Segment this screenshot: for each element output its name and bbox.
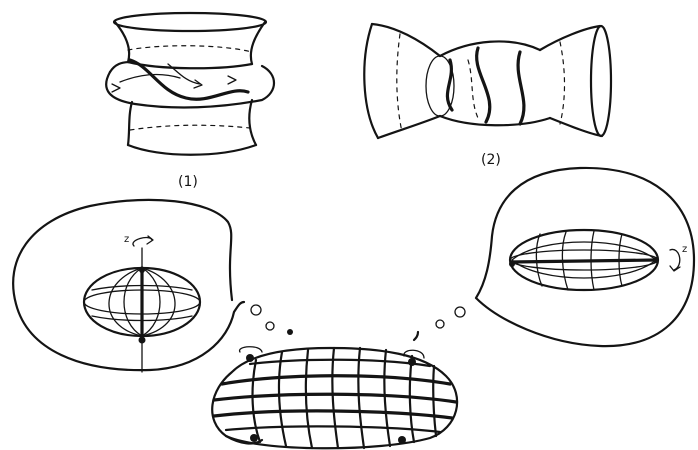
twist-curve-right [518,52,524,124]
surface-loop-top-left [240,347,262,352]
right-rotation-label: z [682,244,687,255]
left-meridian-2 [142,268,160,336]
surface-parallel-4 [226,426,440,432]
surface-node-top-left [246,354,254,362]
band-left-arrowhead [112,84,120,92]
lower-hidden-curve [130,125,250,130]
right-parallel-1 [512,242,656,260]
surface-meridian-1 [253,360,260,442]
figure-1-cylinder: (1) [106,13,274,190]
bottom-surface [212,347,457,449]
right-cap-ellipse [591,26,611,136]
surface-node-bottom-left [250,434,258,442]
surface-meridian-3 [306,350,312,448]
top-rim-ellipse [114,13,266,31]
bottom-rim-front [128,145,256,155]
left-bubble-outline [13,200,244,370]
surface-meridian-6 [384,350,390,446]
surface-parallel-5 [250,360,430,366]
right-bubble: z [414,168,694,346]
label-1: (1) [178,174,198,190]
left-trail-bubble-3 [287,329,293,335]
left-meridian-3 [109,268,142,336]
surface-parallel-1 [222,376,450,384]
label-2: (2) [481,152,501,168]
left-meridian-4 [142,268,175,336]
left-rotation-arrow [133,238,152,246]
surface-node-top-right [408,358,416,366]
right-hidden-line [560,42,565,124]
right-bubble-outline [476,168,694,346]
right-trail-bubble-2 [436,320,444,328]
lower-left-wall [128,102,132,145]
right-trail-mark [414,332,418,340]
left-cap-edge [364,24,378,138]
left-north-pole [139,267,145,273]
twist-curve-middle [477,48,490,122]
surface-parallel-2 [214,394,456,402]
surface-meridian-5 [358,348,364,448]
upper-waist [128,62,252,68]
upper-right-wall [251,22,265,64]
left-trail-bubble-1 [251,305,261,315]
right-axis-segment [512,260,656,262]
mid-bottom-edge [440,116,550,125]
figure-2-bowtie: (2) [364,24,611,168]
left-trail-bubble-2 [266,322,274,330]
left-top-flare [372,24,440,56]
upper-hidden-curve [128,46,252,52]
right-top-flare [540,26,600,50]
band-left-cap [110,62,130,72]
left-bottom-flare [378,116,440,138]
left-hidden-line [397,34,402,132]
mid-top-edge [440,41,540,56]
surface-meridian-4 [332,348,338,448]
band-right-arrowhead [228,76,236,84]
left-rotation-label: z [124,234,129,245]
surface-node-bottom-right [398,436,406,444]
surface-meridian-8 [433,366,436,436]
left-meridian-1 [124,268,142,336]
right-west-pole [509,261,515,267]
left-south-pole [139,337,146,344]
hidden-twist [468,60,478,118]
right-east-pole [653,257,659,263]
right-trail-bubble-1 [455,307,465,317]
surface-meridian-2 [279,352,286,446]
lower-right-wall [249,100,256,145]
